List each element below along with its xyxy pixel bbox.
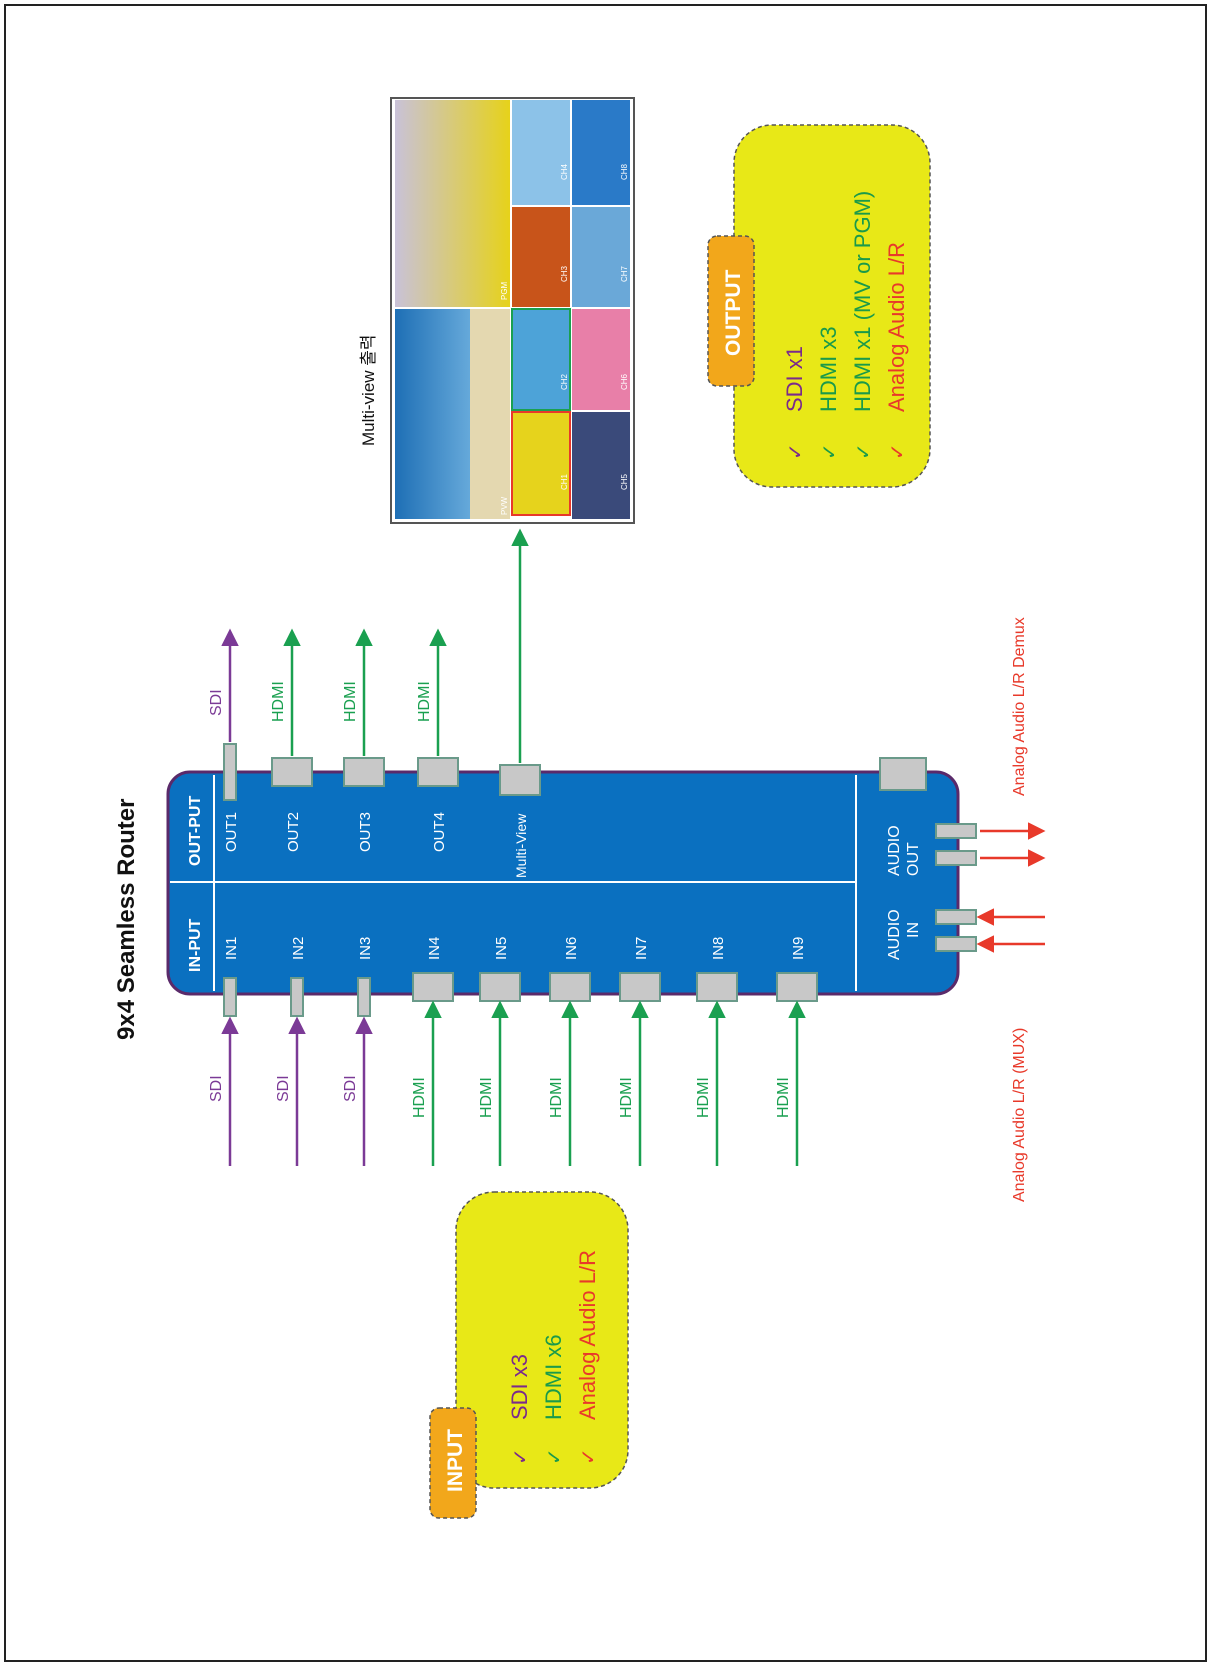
check-icon: ✓ — [819, 443, 841, 460]
tile-label-ch5: CH5 — [620, 473, 629, 490]
tile-label-ch6: CH6 — [620, 373, 629, 390]
output-info-box: OUTPUT ✓ SDI x1 ✓ HDMI x3 ✓ HDMI x1 (MV or PG… — [708, 125, 930, 487]
output-connector — [344, 758, 384, 786]
input-connector — [224, 978, 236, 1016]
input-connector — [358, 978, 370, 1016]
output-signal-label: HDMI — [416, 681, 433, 722]
check-icon: ✓ — [887, 443, 909, 460]
tile-pvw-sand — [470, 309, 510, 519]
input-signal-label: HDMI — [618, 1077, 635, 1118]
multiview-caption: Multi-view 출력 — [359, 334, 378, 446]
audio-in-port-r — [936, 937, 976, 951]
output-connector — [272, 758, 312, 786]
tile-pgm — [395, 100, 510, 307]
output-signal-label: HDMI — [270, 681, 287, 722]
output-signal-label: HDMI — [342, 681, 359, 722]
audio-out-port-l — [936, 824, 976, 838]
info-item-text: HDMI x1 (MV or PGM) — [850, 191, 875, 412]
check-icon: ✓ — [853, 443, 875, 460]
tile-label-ch2: CH2 — [560, 373, 569, 390]
output-port-label: OUT1 — [223, 812, 240, 852]
input-signal-label: HDMI — [548, 1077, 565, 1118]
multiview-port-label: Multi-View — [513, 813, 529, 878]
tile-ch6 — [572, 309, 630, 410]
info-item-text: Analog Audio L/R — [575, 1250, 600, 1420]
input-signal-label: SDI — [342, 1075, 359, 1102]
input-port-label: IN8 — [710, 937, 727, 960]
audio-mux-label: Analog Audio L/R (MUX) — [1011, 1028, 1028, 1202]
input-connector — [620, 973, 660, 1001]
audio-out-label-2: OUT — [905, 842, 922, 876]
input-port-label: IN3 — [357, 937, 374, 960]
multiview-monitor: PVW PGM CH1 CH2 CH3 CH4CH5 CH6 CH7 CH8 — [391, 98, 634, 523]
output-port-label: OUT2 — [285, 812, 302, 852]
info-item-text: Analog Audio L/R — [884, 242, 909, 412]
output-connector — [224, 744, 236, 800]
info-item-text: HDMI x3 — [816, 326, 841, 412]
check-icon: ✓ — [544, 1448, 566, 1465]
input-connector — [550, 973, 590, 1001]
audio-in-label-1: AUDIO — [886, 909, 903, 960]
info-item-text: HDMI x6 — [541, 1334, 566, 1420]
info-item: ✓ SDI x3 — [507, 1354, 532, 1465]
tile-ch4 — [512, 100, 570, 205]
audio-in-port-l — [936, 910, 976, 924]
tile-label-pvw: PVW — [500, 496, 509, 515]
input-info-box: INPUT ✓ SDI x3 ✓ HDMI x6 ✓ Analog Audio L/R — [430, 1192, 628, 1518]
output-signal-label: SDI — [208, 689, 225, 716]
check-icon: ✓ — [578, 1448, 600, 1465]
audio-aux-port — [880, 758, 926, 790]
input-connector — [777, 973, 817, 1001]
tile-ch7 — [572, 207, 630, 307]
tile-label-pgm: PGM — [500, 281, 509, 300]
input-port-label: IN6 — [563, 937, 580, 960]
input-signal-label: HDMI — [695, 1077, 712, 1118]
input-connector — [697, 973, 737, 1001]
output-port-label: OUT3 — [357, 812, 374, 852]
input-section-label: IN-PUT — [187, 918, 204, 972]
input-signal-label: SDI — [208, 1075, 225, 1102]
check-icon: ✓ — [510, 1448, 532, 1465]
input-signal-label: HDMI — [478, 1077, 495, 1118]
tile-label-ch8: CH8 — [620, 163, 629, 180]
input-port-label: IN4 — [426, 937, 443, 960]
input-port-label: IN7 — [633, 937, 650, 960]
tile-label-ch7: CH7 — [620, 265, 629, 282]
input-signal-label: HDMI — [775, 1077, 792, 1118]
input-connector — [291, 978, 303, 1016]
input-port-label: IN5 — [493, 937, 510, 960]
output-connector — [418, 758, 458, 786]
tile-label-ch3: CH3 — [560, 265, 569, 282]
input-connector — [413, 973, 453, 1001]
input-connector — [480, 973, 520, 1001]
multiview-port — [500, 765, 540, 795]
input-port-label: IN2 — [290, 937, 307, 960]
tile-ch5 — [572, 412, 630, 519]
input-port-label: IN1 — [223, 937, 240, 960]
input-badge-label: INPUT — [444, 1429, 467, 1492]
output-section-label: OUT-PUT — [187, 796, 204, 866]
tile-ch2 — [512, 309, 570, 410]
audio-out-label-1: AUDIO — [886, 825, 903, 876]
tile-label-ch4: CH4 — [560, 163, 569, 180]
input-port-label: IN9 — [790, 937, 807, 960]
input-signal-label: HDMI — [411, 1077, 428, 1118]
audio-demux-label: Analog Audio L/R Demux — [1011, 617, 1028, 796]
info-item-text: SDI x1 — [782, 346, 807, 412]
diagram-title: 9x4 Seamless Router — [113, 799, 140, 1040]
tile-ch8 — [572, 100, 630, 205]
audio-in-label-2: IN — [905, 922, 922, 938]
output-port-label: OUT4 — [431, 812, 448, 852]
tile-label-ch1: CH1 — [560, 473, 569, 490]
output-badge-label: OUTPUT — [722, 270, 745, 357]
tile-ch1 — [512, 412, 570, 515]
input-signal-label: SDI — [275, 1075, 292, 1102]
tile-ch3 — [512, 207, 570, 307]
info-item-text: SDI x3 — [507, 1354, 532, 1420]
check-icon: ✓ — [785, 443, 807, 460]
audio-out-port-r — [936, 851, 976, 865]
